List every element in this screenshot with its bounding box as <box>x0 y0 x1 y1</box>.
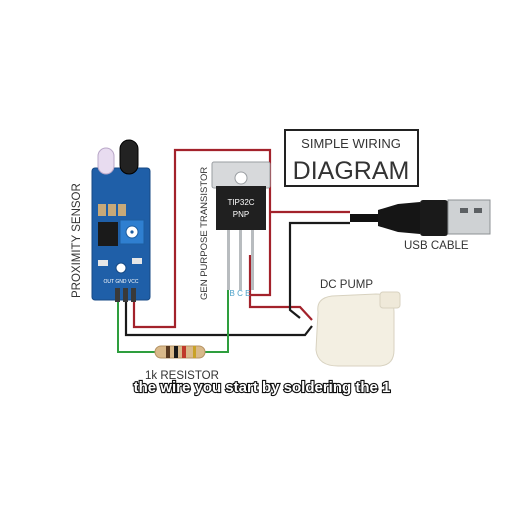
usb-strain-relief <box>378 202 420 234</box>
ir-receiver-led <box>119 139 139 175</box>
usb-plug-metal <box>447 199 491 235</box>
usb-cable-label: USB CABLE <box>404 240 469 252</box>
transistor-leg-base <box>227 230 230 290</box>
red-wire-sensor-to-transistor <box>132 148 272 329</box>
sensor-pin-gnd <box>123 288 128 302</box>
dc-pump-label: DC PUMP <box>320 279 373 291</box>
green-wire-signal <box>117 300 155 353</box>
proximity-sensor: OUT GND VCC <box>91 139 151 302</box>
pump-outlet <box>379 291 401 309</box>
transistor-label: GEN PURPOSE TRANSISTOR <box>199 167 210 300</box>
usb-plug-body <box>420 200 448 236</box>
resistor-label: 1k RESISTOR <box>145 370 219 382</box>
ir-emitter-led <box>97 147 115 175</box>
resistor <box>154 345 206 359</box>
transistor-pin-labels: B C E <box>230 289 251 298</box>
title-box: SIMPLE WIRING DIAGRAM <box>284 129 419 187</box>
title-line2: DIAGRAM <box>293 157 410 185</box>
proximity-sensor-label: PROXIMITY SENSOR <box>71 183 83 298</box>
title-line1: SIMPLE WIRING <box>301 136 401 151</box>
pump-body <box>315 293 395 367</box>
transistor-type: PNP <box>233 210 249 219</box>
sensor-pin-labels: OUT GND VCC <box>104 279 139 285</box>
red-wire-pump <box>248 295 313 321</box>
transistor: TIP32C PNP <box>211 161 271 290</box>
transistor-part-number: TIP32C <box>227 198 254 207</box>
sensor-pin-vcc <box>131 288 136 302</box>
usb-cable <box>350 199 491 236</box>
transistor-body <box>216 186 266 230</box>
transistor-leg-emitter <box>251 230 254 290</box>
video-caption: the wire you start by soldering the 1 <box>134 379 391 396</box>
dc-pump <box>315 291 401 367</box>
transistor-leg-collector <box>239 230 242 290</box>
black-wire-usb-to-pump <box>288 221 350 319</box>
black-wire-ground <box>124 300 313 337</box>
sensor-pin-out <box>115 288 120 302</box>
